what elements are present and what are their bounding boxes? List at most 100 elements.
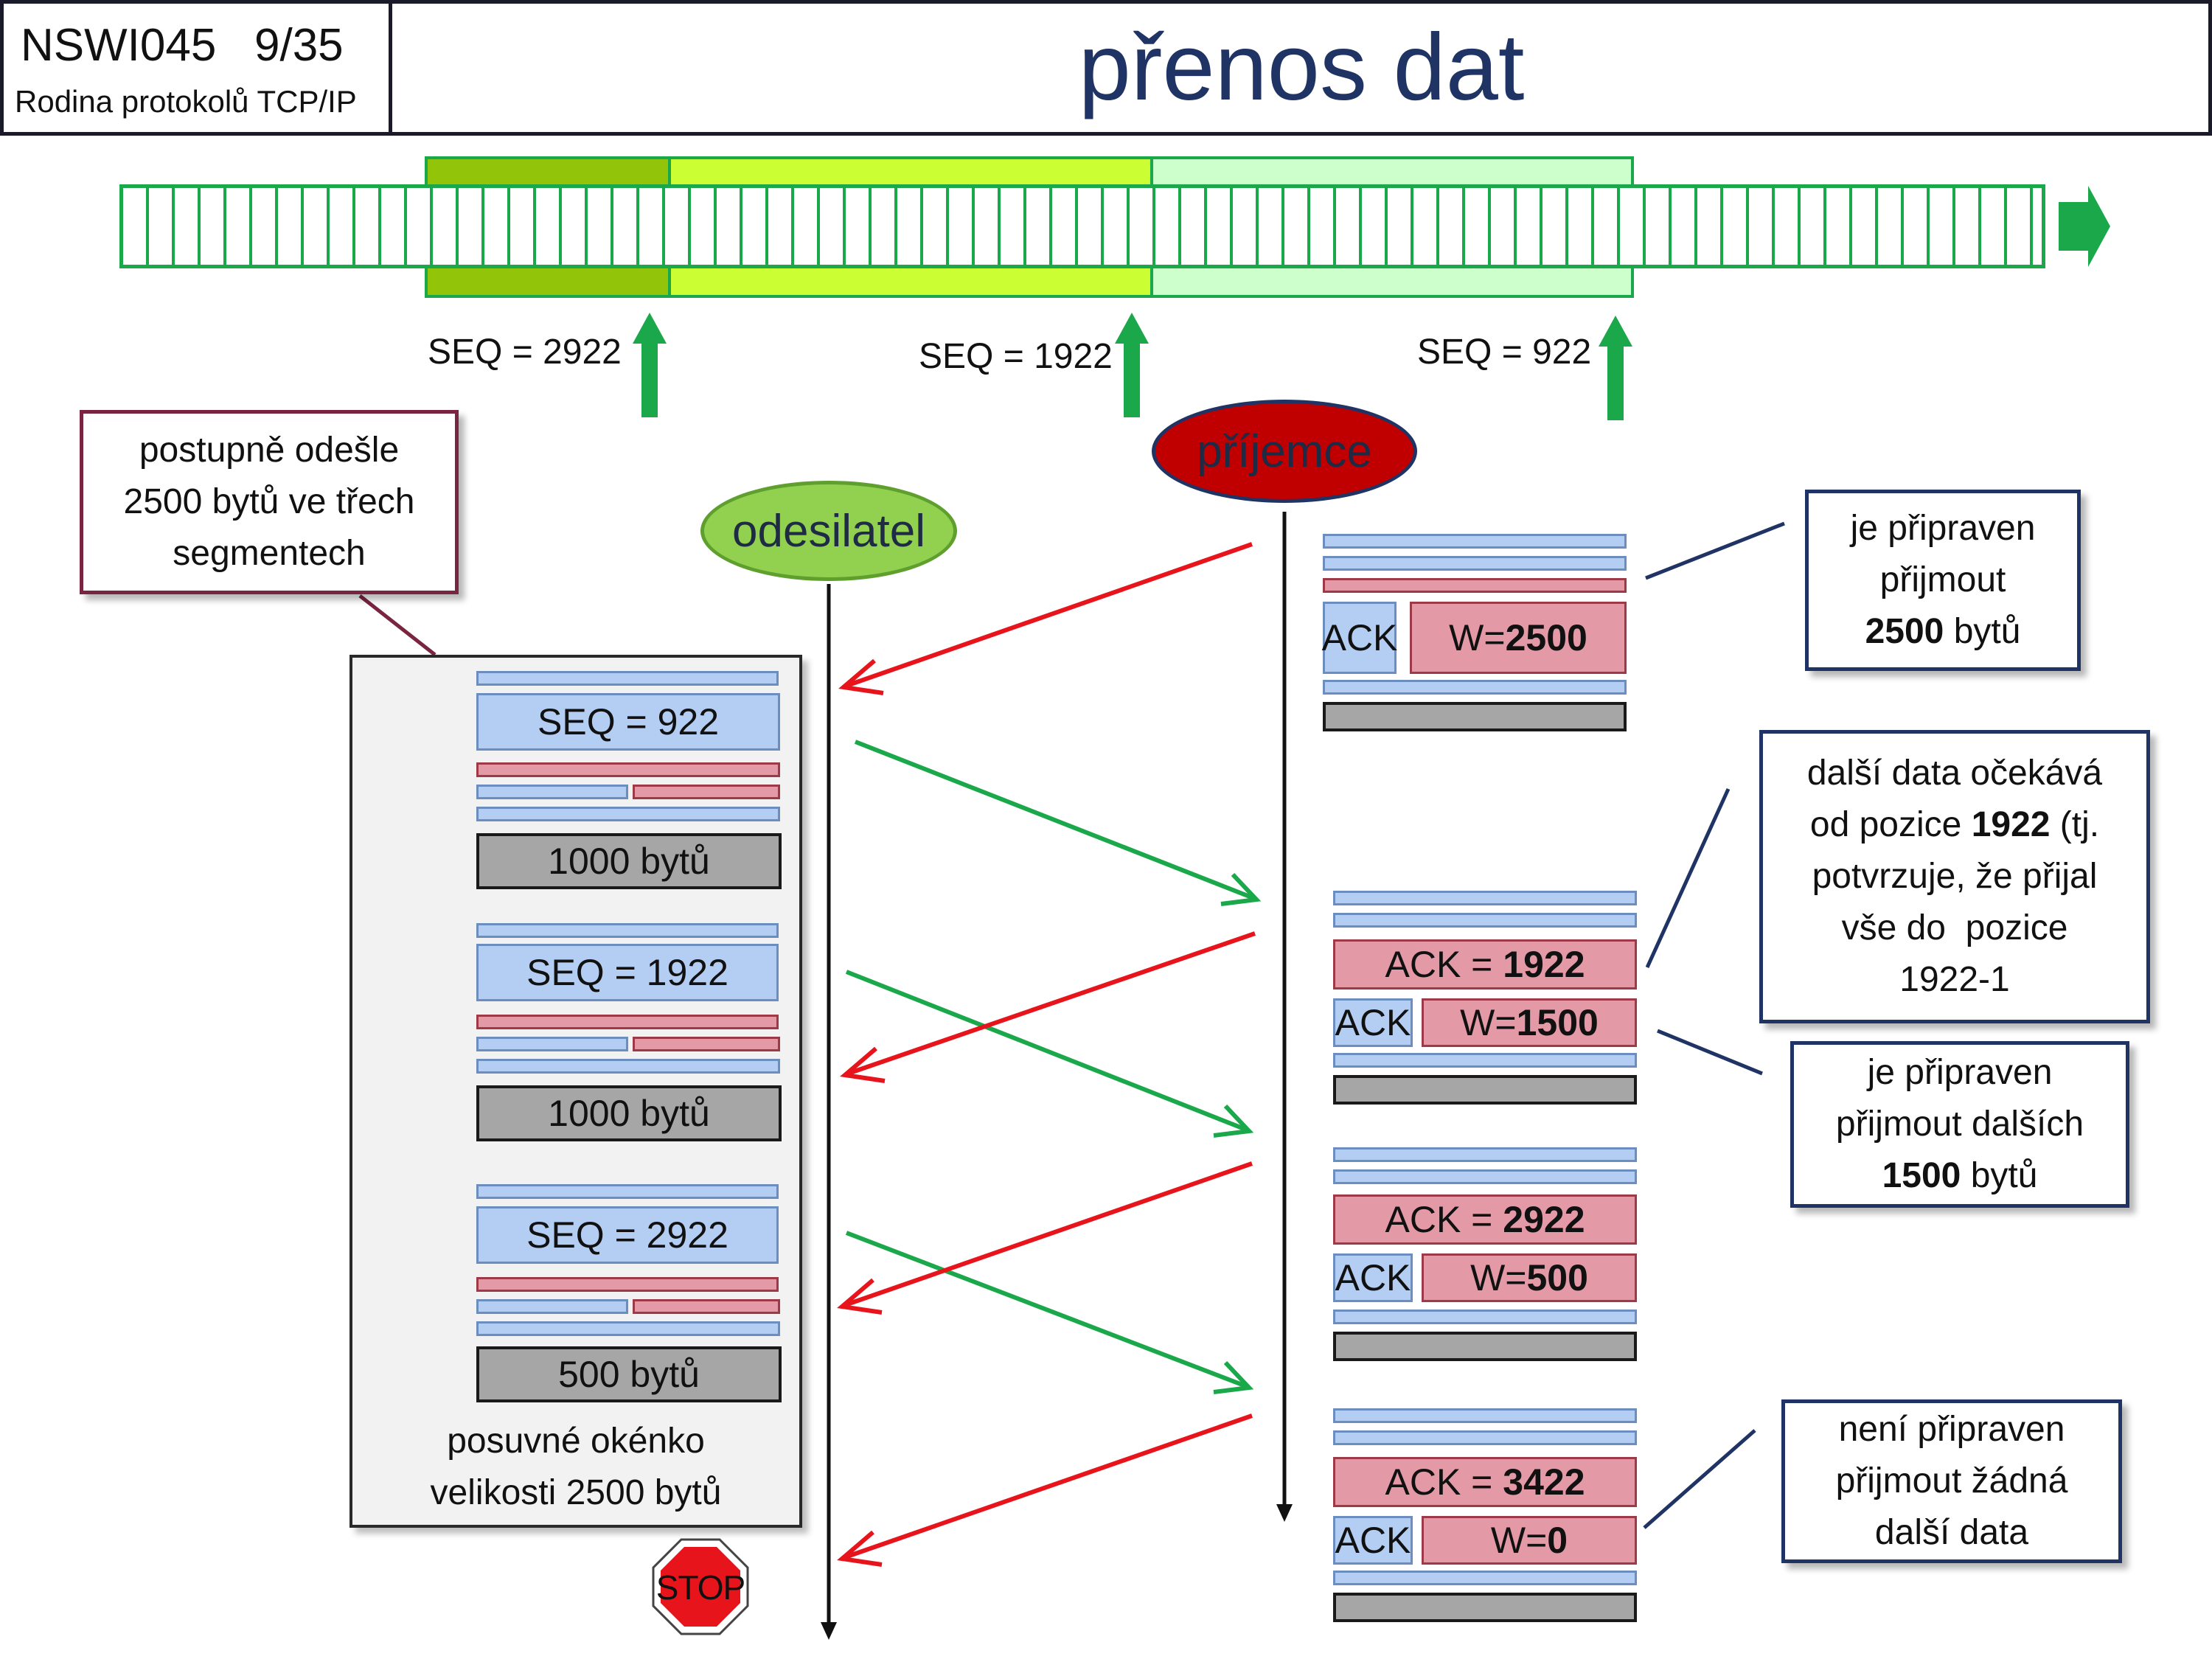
stream-direction-arrow	[2059, 186, 2110, 267]
callout-ready-1500: je připraven přijmout dalších 1500 bytů	[1790, 1041, 2129, 1208]
callout-line: 2500 bytů	[1809, 606, 2077, 658]
stop-sign-icon	[652, 1538, 749, 1635]
seq-pointer-arrow-922	[1599, 316, 1632, 420]
header-bar	[476, 1321, 780, 1336]
course-subtitle: Rodina protokolů TCP/IP	[15, 84, 357, 119]
window-size-prefix: W=	[1490, 1520, 1548, 1561]
callout-line: 1500 bytů	[1794, 1150, 2126, 1202]
window-size-prefix: W=	[1449, 617, 1506, 658]
callout-line: další data očekává	[1806, 754, 2103, 793]
ready1-connector	[1645, 521, 1785, 580]
header-bar	[1323, 578, 1627, 593]
header-bar	[476, 785, 628, 799]
callout-line: potvrzuje, že přijal	[1812, 857, 2098, 896]
ack-flag: ACK	[1333, 998, 1413, 1047]
header-bar	[633, 785, 780, 799]
receiver-timeline	[1276, 512, 1293, 1522]
callout-text: (tj.	[2050, 805, 2100, 844]
header-bar	[476, 671, 779, 686]
data-bar	[1323, 702, 1627, 731]
segment-arrow-3	[845, 1231, 1254, 1394]
callout-bold-value: 1922	[1971, 805, 2051, 844]
sender-window-panel: SEQ = 922 1000 bytů SEQ = 1922 1000 bytů…	[349, 655, 802, 1528]
window-caption: posuvné okénko velikosti 2500 bytů	[349, 1416, 802, 1519]
header-bar	[1333, 1408, 1637, 1423]
header-bar	[1333, 1169, 1637, 1184]
receiver-node: příjemce	[1152, 400, 1417, 503]
segment-arrow-2	[845, 970, 1254, 1138]
header-bar	[633, 1299, 780, 1314]
ack-number-4: ACK = 3422	[1333, 1457, 1637, 1507]
ack-flag: ACK	[1322, 602, 1397, 674]
callout-line: od pozice 1922 (tj.	[1763, 799, 2146, 851]
segment-data-3: 500 bytů	[476, 1346, 782, 1402]
segment-data-2: 1000 bytů	[476, 1085, 782, 1141]
header-bar	[476, 762, 780, 777]
header-bar	[1323, 556, 1627, 571]
callout-bold-value: 1500	[1882, 1156, 1961, 1195]
callout-line: je připraven	[1867, 1053, 2053, 1092]
ack-arrow-2	[840, 931, 1256, 1083]
window-size-value: 1500	[1516, 1002, 1599, 1043]
ack-prefix: ACK =	[1385, 944, 1503, 985]
callout-line: přijmout žádná	[1835, 1461, 2068, 1500]
ack-prefix: ACK =	[1385, 1199, 1503, 1240]
callout-bold-value: 2500	[1865, 612, 1944, 651]
window-size-value: 500	[1526, 1257, 1588, 1298]
sender-note-connector	[358, 594, 437, 656]
data-bar	[1333, 1593, 1637, 1622]
callout-line: není připraven	[1838, 1410, 2065, 1449]
header-bar	[476, 1184, 779, 1199]
window-size-4: W=0	[1422, 1516, 1637, 1565]
window-size-value: 2500	[1505, 617, 1587, 658]
segment-seq-2: SEQ = 1922	[476, 944, 779, 1001]
header-bar	[476, 1299, 628, 1314]
callout-text: bytů	[1961, 1156, 2038, 1195]
window-size-value: 0	[1547, 1520, 1568, 1561]
header-bar	[1333, 1147, 1637, 1162]
seq-label-2922: SEQ = 2922	[428, 333, 622, 372]
data-bar	[1333, 1075, 1637, 1105]
header-bar	[1333, 1310, 1637, 1324]
callout-text: bytů	[1944, 612, 2021, 651]
header-bar	[1323, 680, 1627, 695]
header-bar	[1333, 1430, 1637, 1445]
data-bar	[1333, 1332, 1637, 1361]
window-caption-line: velikosti 2500 bytů	[430, 1473, 722, 1512]
header-bar	[476, 807, 780, 821]
header-bar	[1333, 891, 1637, 905]
ack-flag: ACK	[1333, 1516, 1413, 1565]
ack-arrow-3	[837, 1161, 1253, 1315]
window-size-prefix: W=	[1460, 1002, 1517, 1043]
ack-value: 2922	[1503, 1199, 1585, 1240]
callout-line: 1922-1	[1899, 960, 2010, 999]
byte-stream	[119, 184, 2045, 268]
seq-label-922: SEQ = 922	[1417, 333, 1592, 372]
ack-arrow-4	[837, 1413, 1253, 1567]
header-info-box	[0, 0, 392, 136]
header-title-box	[389, 0, 2212, 136]
callout-line: přijmout	[1879, 560, 2006, 599]
seq-pointer-arrow-2922	[633, 313, 667, 417]
segment-data-1: 1000 bytů	[476, 833, 782, 889]
seq-pointer-arrow-1922	[1115, 313, 1149, 417]
segment-arrow-1	[854, 740, 1262, 906]
notready-connector	[1643, 1429, 1756, 1529]
callout-line: vše do pozice	[1841, 908, 2068, 947]
window-size-3: W=500	[1422, 1253, 1637, 1302]
sender-note-line: 2500 bytů ve třech	[123, 482, 415, 521]
stop-sign-label: STOP	[655, 1568, 745, 1607]
window-caption-line: posuvné okénko	[447, 1422, 705, 1461]
segment-seq-3: SEQ = 2922	[476, 1206, 779, 1264]
callout-text: od pozice	[1809, 805, 1972, 844]
callout-line: další data	[1874, 1513, 2029, 1552]
sender-node: odesilatel	[700, 481, 957, 581]
segment-seq-1: SEQ = 922	[476, 693, 780, 751]
callout-expects-1922: další data očekává od pozice 1922 (tj. p…	[1759, 730, 2150, 1023]
ack-value: 3422	[1503, 1461, 1585, 1503]
window-size-2: W=1500	[1422, 998, 1637, 1047]
window-size-prefix: W=	[1470, 1257, 1527, 1298]
header-bar	[476, 923, 779, 938]
ack-flag: ACK	[1333, 1253, 1413, 1302]
